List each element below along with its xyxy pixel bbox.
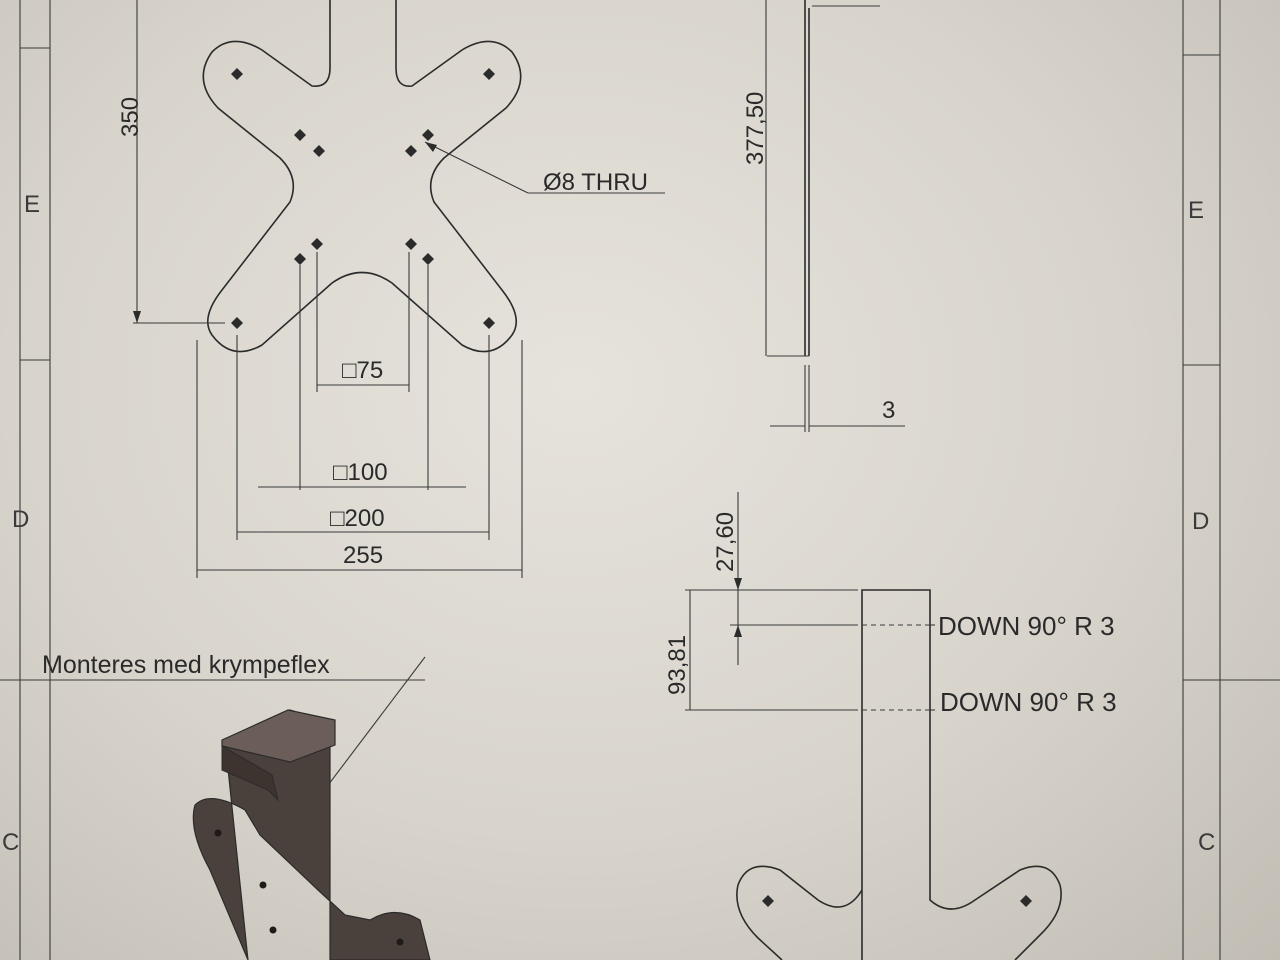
flat-pattern-part xyxy=(736,589,1062,960)
dim-bend-spacing: 93,81 xyxy=(664,635,691,695)
side-view-plate xyxy=(765,0,905,432)
flat-pattern-dimensions xyxy=(685,492,935,711)
mounting-holes xyxy=(231,68,495,329)
zone-letter-left-d: D xyxy=(12,506,29,533)
bend-note-2: DOWN 90° R 3 xyxy=(940,687,1117,717)
zone-letter-right-c: C xyxy=(1198,829,1215,856)
dim-flat-top: 27,60 xyxy=(712,512,739,572)
dim-square-200: □200 xyxy=(330,505,385,532)
bend-note-1: DOWN 90° R 3 xyxy=(938,611,1115,641)
dim-square-75: □75 xyxy=(342,357,383,384)
front-view-dimensions xyxy=(133,0,665,578)
front-view-plate xyxy=(202,0,522,353)
dim-thickness: 3 xyxy=(882,397,895,424)
zone-letter-left-e: E xyxy=(24,191,40,218)
isometric-part xyxy=(192,709,431,960)
dim-side-height: 377,50 xyxy=(742,92,769,165)
dim-square-100: □100 xyxy=(333,459,388,486)
dim-front-height: 350 xyxy=(117,97,144,137)
zone-letter-left-c: C xyxy=(2,829,19,856)
isometric-note-leader xyxy=(42,656,426,806)
hole-callout: Ø8 THRU xyxy=(543,169,648,196)
dim-front-width: 255 xyxy=(343,542,383,569)
zone-letter-right-e: E xyxy=(1188,197,1204,224)
zone-letter-right-d: D xyxy=(1192,508,1209,535)
isometric-note: Monteres med krympeflex xyxy=(42,651,330,679)
